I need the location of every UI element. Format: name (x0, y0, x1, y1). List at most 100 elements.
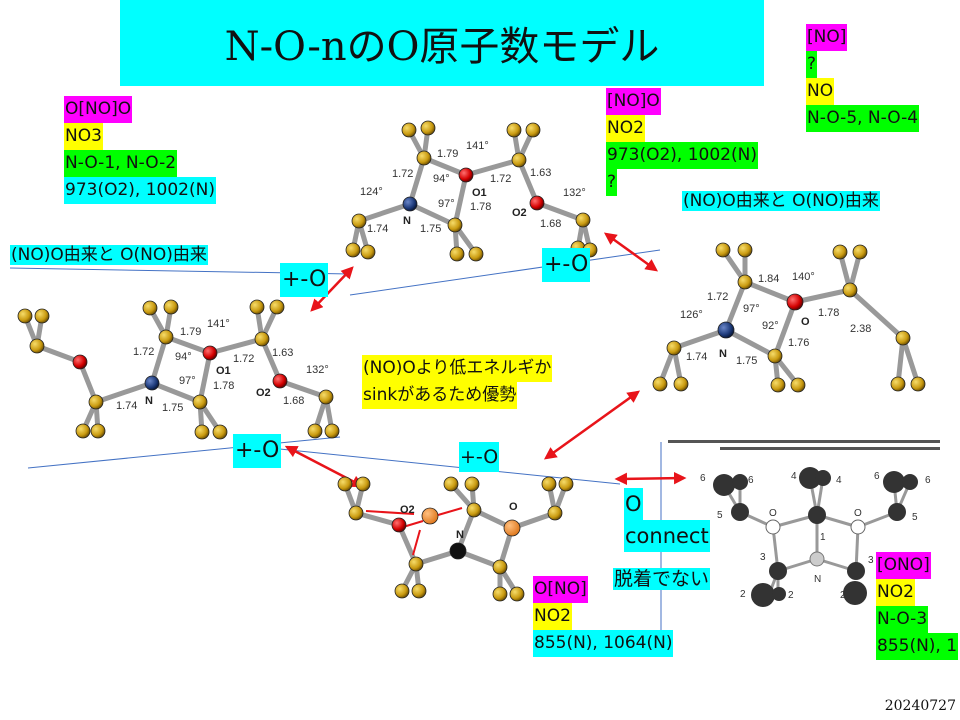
svg-text:2: 2 (740, 589, 746, 600)
svg-text:5: 5 (912, 512, 918, 523)
svg-text:O2: O2 (512, 207, 527, 219)
slide-date: 20240727 (884, 698, 956, 714)
svg-text:4: 4 (836, 475, 842, 486)
plus-minus-o-label: +-O (280, 263, 329, 297)
note-no: ? (806, 51, 818, 78)
molecule-ono-figure: N O O 1 2 2 2 3 3 4 4 5 5 6 6 6 6 (668, 440, 940, 607)
svg-text:6: 6 (925, 475, 931, 486)
svg-text:N: N (456, 529, 464, 541)
svg-text:5: 5 (717, 510, 723, 521)
molecule-onoo-left: 1.79 1.72 1.72 1.63 1.74 1.75 1.78 1.68 … (17, 299, 340, 440)
svg-text:1.79: 1.79 (437, 148, 458, 160)
origin-note-left: (NO)O由来と O(NO)由来 (10, 245, 208, 265)
molecule-noo-right: 1.84 1.72 1.78 2.38 1.74 1.75 1.76 140° … (652, 242, 926, 393)
svg-text:2: 2 (840, 590, 846, 601)
svg-text:124°: 124° (360, 186, 383, 198)
svg-text:O: O (854, 508, 862, 519)
svg-text:1.74: 1.74 (116, 400, 137, 412)
svg-text:132°: 132° (306, 364, 329, 376)
formula-noo: [NO]O (606, 88, 661, 115)
svg-text:1.72: 1.72 (707, 291, 728, 303)
formula-ono: [ONO] (876, 552, 931, 579)
svg-text:1.79: 1.79 (180, 326, 201, 338)
label-noo: [NO]O NO2 973(O2), 1002(N) ? (606, 88, 758, 196)
svg-text:1.75: 1.75 (736, 355, 757, 367)
svg-text:141°: 141° (207, 318, 230, 330)
svg-text:4: 4 (791, 471, 797, 482)
formula-onoo: O[NO]O (64, 96, 133, 123)
svg-text:2: 2 (788, 590, 794, 601)
svg-text:3: 3 (760, 552, 766, 563)
labels-no5-no4: N-O-5, N-O-4 (806, 105, 920, 132)
freq-onoo: 973(O2), 1002(N) (64, 177, 216, 204)
label-onoo: O[NO]O NO3 N-O-1, N-O-2 973(O2), 1002(N) (64, 96, 216, 204)
svg-text:1.78: 1.78 (213, 380, 234, 392)
slide-title: N-O-nのO原子数モデル (224, 24, 660, 70)
svg-text:6: 6 (748, 475, 754, 486)
label-ono-bracket: O[NO] NO2 855(N), 1064(N) (533, 576, 674, 657)
svg-text:O1: O1 (472, 187, 487, 199)
composition-no2: NO2 (533, 603, 572, 630)
svg-text:6: 6 (874, 471, 880, 482)
svg-text:O2: O2 (400, 504, 415, 516)
freq-ono-bracket: 855(N), 1064(N) (533, 630, 674, 657)
label-no: [NO] ? NO N-O-5, N-O-4 (806, 24, 920, 132)
svg-text:94°: 94° (175, 351, 192, 363)
svg-text:126°: 126° (680, 309, 703, 321)
title-banner: N-O-nのO原子数モデル (120, 0, 764, 86)
svg-text:1.72: 1.72 (133, 346, 154, 358)
svg-text:1.72: 1.72 (392, 168, 413, 180)
svg-text:1.72: 1.72 (233, 353, 254, 365)
svg-text:3: 3 (868, 555, 874, 566)
svg-text:1.76: 1.76 (788, 337, 809, 349)
formula-o-no: O[NO] (533, 576, 588, 603)
svg-text:132°: 132° (563, 187, 586, 199)
composition-no3: NO3 (64, 123, 103, 150)
composition-no2: NO2 (876, 579, 915, 606)
labels-no1-no2: N-O-1, N-O-2 (64, 150, 178, 177)
svg-text:1.75: 1.75 (420, 223, 441, 235)
svg-text:1.63: 1.63 (530, 167, 551, 179)
note-noo: ? (606, 169, 618, 196)
svg-text:92°: 92° (762, 320, 779, 332)
svg-text:1: 1 (820, 532, 826, 543)
svg-text:1.74: 1.74 (686, 351, 707, 363)
svg-text:97°: 97° (743, 303, 760, 315)
svg-text:97°: 97° (179, 375, 196, 387)
svg-text:1.78: 1.78 (818, 307, 839, 319)
label-ono: [ONO] NO2 N-O-3 855(N), 1 (876, 552, 959, 660)
svg-text:1.68: 1.68 (540, 218, 561, 230)
svg-text:1.78: 1.78 (470, 201, 491, 213)
svg-text:1.75: 1.75 (162, 402, 183, 414)
svg-text:N: N (403, 215, 411, 227)
connect-note: O connect (624, 488, 710, 552)
formula-no: [NO] (806, 24, 848, 51)
molecule-onoo-top: 1.79 1.72 1.72 1.63 1.74 1.75 1.78 1.68 … (345, 120, 598, 262)
svg-text:1.84: 1.84 (758, 273, 779, 285)
energy-note: (NO)Oより低エネルギか sinkがあるため優勢 (362, 355, 553, 409)
molecule-ono-bottom: N O O2 (337, 476, 574, 602)
plus-minus-o-label: +-O (542, 248, 591, 282)
svg-text:N: N (145, 395, 153, 407)
svg-text:1.63: 1.63 (272, 347, 293, 359)
not-desorbed-note: 脱着でない (613, 568, 711, 590)
svg-text:2.38: 2.38 (850, 323, 871, 335)
freq-noo: 973(O2), 1002(N) (606, 142, 758, 169)
svg-text:141°: 141° (466, 140, 489, 152)
svg-text:94°: 94° (433, 173, 450, 185)
labels-no3: N-O-3 (876, 606, 929, 633)
svg-text:O1: O1 (216, 365, 231, 377)
composition-no: NO (806, 78, 835, 105)
freq-ono: 855(N), 1 (876, 633, 959, 660)
svg-text:N: N (814, 574, 821, 585)
origin-note-right: (NO)O由来と O(NO)由来 (682, 191, 880, 211)
plus-minus-o-label: +-O (233, 434, 282, 468)
svg-text:O: O (769, 508, 777, 519)
svg-text:1.68: 1.68 (283, 395, 304, 407)
figure-caption-lines (668, 440, 940, 450)
svg-text:6: 6 (700, 473, 706, 484)
svg-text:140°: 140° (792, 271, 815, 283)
svg-text:97°: 97° (438, 198, 455, 210)
composition-no2: NO2 (606, 115, 645, 142)
